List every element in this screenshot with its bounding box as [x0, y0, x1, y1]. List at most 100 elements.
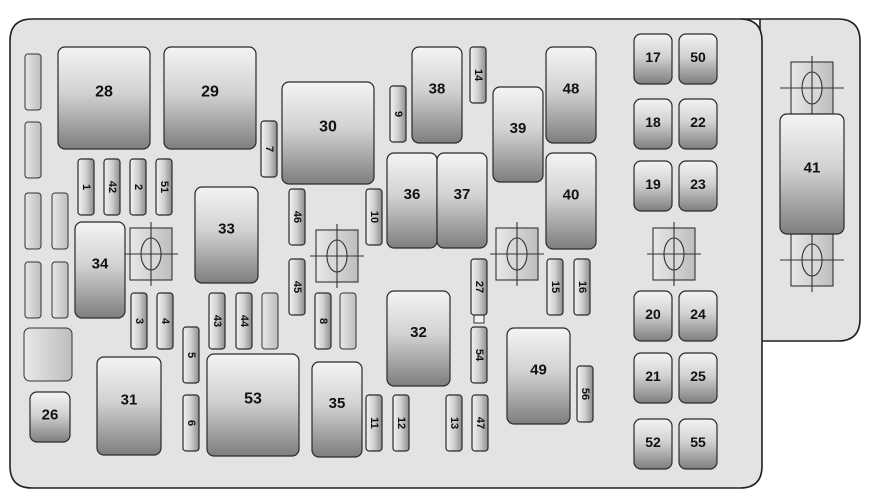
fuse-label: 10 — [368, 211, 380, 223]
fuse-label: 36 — [404, 186, 421, 203]
fuse-22: 22 — [678, 98, 718, 150]
fuse-52: 52 — [633, 418, 673, 470]
fuse-label: 19 — [645, 176, 661, 192]
fuse-body — [545, 152, 597, 250]
fuse-2: 2 — [129, 158, 147, 216]
fuse-label: 54 — [473, 349, 485, 362]
fuse-label: 23 — [690, 176, 706, 192]
fuse-49: 49 — [506, 327, 571, 425]
fuse-label: 7 — [263, 146, 275, 152]
fuse-47: 47 — [471, 394, 489, 452]
fuse-38: 38 — [411, 46, 463, 144]
fuse-label: 28 — [95, 84, 113, 101]
fuse-14: 14 — [469, 46, 487, 104]
fuse-body — [311, 361, 363, 458]
fuse-body — [633, 160, 673, 212]
fuse-3: 3 — [130, 292, 148, 350]
fuse-body — [633, 33, 673, 85]
fuse-29: 29 — [163, 46, 257, 150]
fuse-40: 40 — [545, 152, 597, 250]
fuse-label: 14 — [472, 69, 484, 82]
fuse-label: 13 — [448, 417, 460, 429]
fuse-12: 12 — [392, 394, 410, 452]
fuse-label: 34 — [92, 256, 109, 273]
fuse-body — [163, 46, 257, 150]
fuse-19: 19 — [633, 160, 673, 212]
fuse-body — [436, 152, 488, 249]
fuse-label: 12 — [395, 417, 407, 429]
fuse-label: 21 — [645, 368, 661, 384]
blank-slot — [24, 121, 42, 179]
blank-slot — [24, 261, 42, 319]
fuse-body — [365, 188, 383, 246]
fuse-51: 51 — [155, 158, 173, 216]
fuse-body — [633, 98, 673, 150]
blank-slot — [261, 292, 279, 350]
fuse-24: 24 — [678, 290, 718, 342]
fuse-label: 46 — [291, 211, 303, 223]
fuse-body — [678, 352, 718, 404]
fuse-body — [314, 292, 332, 350]
fuse-50: 50 — [678, 33, 718, 85]
fuse-17: 17 — [633, 33, 673, 85]
fuse-label: 15 — [549, 281, 561, 293]
fuse-11: 11 — [365, 394, 383, 452]
fuse-body — [546, 258, 564, 316]
fuse-48: 48 — [545, 46, 597, 144]
fuse-label: 1 — [80, 184, 92, 190]
relay-mount-icon — [124, 222, 178, 286]
fuse-body — [633, 352, 673, 404]
fuse-body — [129, 158, 147, 216]
fuse-body — [678, 290, 718, 342]
fuse-18: 18 — [633, 98, 673, 150]
fuse-label: 47 — [474, 417, 486, 429]
fuse-7: 7 — [260, 120, 278, 178]
fuse-8: 8 — [314, 292, 332, 350]
fuse-label: 24 — [690, 306, 706, 322]
fuse-body — [633, 418, 673, 470]
fuse-label: 27 — [473, 281, 485, 293]
fuse-23: 23 — [678, 160, 718, 212]
fuse-16: 16 — [573, 258, 591, 316]
fuse-55: 55 — [678, 418, 718, 470]
fuse-label: 31 — [121, 392, 138, 409]
relay-mount-icon — [310, 224, 364, 288]
fuse-label: 22 — [690, 114, 706, 130]
fuse-39: 39 — [492, 86, 544, 183]
fuse-label: 55 — [690, 434, 706, 450]
fuse-body — [182, 326, 200, 384]
fuse-25: 25 — [678, 352, 718, 404]
fuse-label: 52 — [645, 434, 661, 450]
fuse-label: 20 — [645, 306, 661, 322]
fuse-label: 53 — [244, 391, 262, 408]
fuse-label: 26 — [42, 407, 59, 424]
fuse-body — [445, 394, 463, 452]
fuse-body — [208, 292, 226, 350]
relay-mount-icon — [490, 222, 544, 286]
relay-mount-icon — [647, 222, 701, 286]
fuse-body — [386, 290, 451, 387]
fuse-body — [633, 290, 673, 342]
fuse-body — [155, 158, 173, 216]
fuse-body — [411, 46, 463, 144]
fuse-body — [389, 85, 407, 143]
fuse-label: 3 — [133, 318, 145, 324]
fuse-label: 48 — [563, 81, 580, 98]
fuse-36: 36 — [386, 152, 438, 249]
fuse-body — [288, 258, 306, 316]
fuse-label: 41 — [804, 160, 821, 177]
blank-slot — [23, 327, 73, 382]
fuse-label: 51 — [158, 181, 170, 193]
fuse-30: 30 — [281, 81, 375, 185]
fuse-body — [573, 258, 591, 316]
fuse-label: 18 — [645, 114, 661, 130]
blank-slot — [51, 192, 69, 250]
fuse-28: 28 — [57, 46, 151, 150]
fuse-label: 35 — [329, 395, 346, 412]
fuse-body — [130, 292, 148, 350]
fuse-label: 16 — [576, 281, 588, 293]
fuse-21: 21 — [633, 352, 673, 404]
fuse-label: 2 — [132, 184, 144, 190]
fuse-20: 20 — [633, 290, 673, 342]
